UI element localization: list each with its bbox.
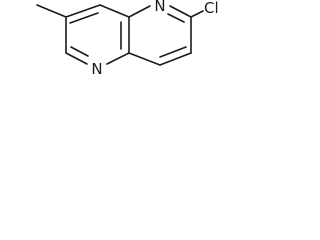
atom-label-n-top: N	[154, 0, 165, 15]
atom-label-chlorine: Cl	[204, 0, 219, 17]
molecule-structure: N N Cl	[36, 0, 219, 78]
bond	[190, 10, 204, 18]
bond	[36, 4, 67, 18]
atom-label-n-bottom: N	[91, 60, 102, 78]
bond	[169, 5, 192, 18]
bond	[65, 52, 88, 65]
bond	[128, 5, 151, 18]
bond	[70, 46, 89, 57]
bond	[167, 13, 185, 23]
bond	[128, 52, 161, 66]
bond	[69, 12, 99, 24]
bond	[159, 52, 192, 66]
bond	[106, 52, 130, 65]
bond	[159, 46, 187, 58]
bond	[65, 4, 101, 18]
bond	[99, 4, 130, 18]
bond-group	[36, 4, 204, 66]
